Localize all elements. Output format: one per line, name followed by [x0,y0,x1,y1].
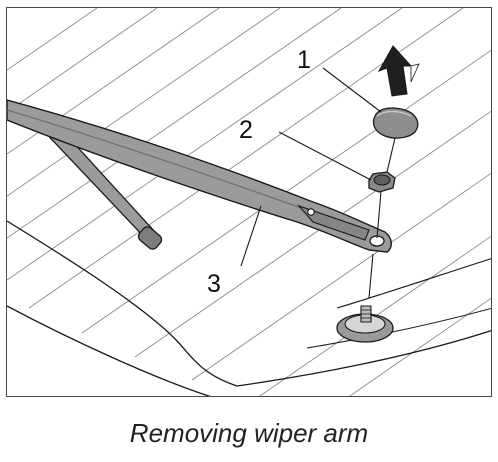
up-arrow-icon [377,45,420,97]
callout-leader-lines [240,67,382,267]
leader-line-1 [322,67,382,113]
cowl-outline [7,220,491,387]
wiper-arm [7,99,392,253]
blade-end-cap [137,226,163,250]
wiper-removal-illustration [7,8,491,396]
illustration-frame: 1 2 3 [6,7,492,397]
wiper-pivot-stud [336,305,394,343]
retaining-nut [368,171,396,193]
glass-lower-edge [7,305,211,396]
cowl-groove [306,308,491,349]
cowl-inner-line [336,258,491,309]
leader-line-3 [240,205,262,267]
assembly-guide-lines [368,137,396,299]
figure-caption: Removing wiper arm [129,418,369,448]
callout-1: 1 [297,46,311,74]
leader-line-2 [278,131,372,181]
arm-rivet [307,208,315,216]
cover-cap [372,107,419,139]
callout-2: 2 [239,116,253,144]
callout-3: 3 [207,270,221,298]
